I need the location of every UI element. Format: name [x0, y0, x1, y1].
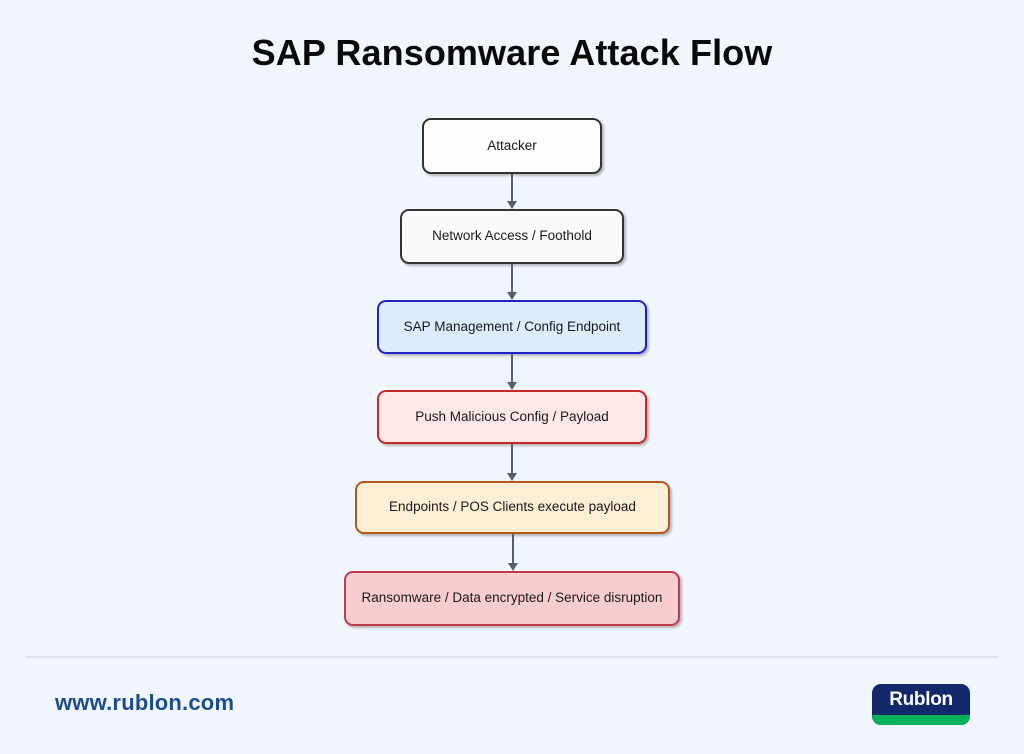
- flow-arrowhead-5: [507, 563, 518, 571]
- flow-connector-4: [511, 444, 513, 474]
- page-title: SAP Ransomware Attack Flow: [251, 32, 773, 73]
- footer-divider: [26, 656, 998, 658]
- flow-arrowhead-2: [507, 292, 517, 300]
- rublon-logo[interactable]: Rublon: [872, 684, 970, 725]
- flow-connector-1: [511, 174, 513, 202]
- flow-node-endpoints-pos-clients-execute-payload[interactable]: Endpoints / POS Clients execute payload: [355, 481, 670, 534]
- flow-node-label: Attacker: [487, 137, 537, 153]
- footer-website-url[interactable]: www.rublon.com: [55, 690, 235, 715]
- flow-connector-5: [511, 534, 514, 564]
- rublon-logo-text: Rublon: [889, 688, 953, 710]
- rublon-logo-green-bar: [872, 715, 970, 725]
- flow-node-push-malicious-config-payload[interactable]: Push Malicious Config / Payload: [377, 390, 647, 444]
- flow-node-ransomware-data-encrypted-service-disruption[interactable]: Ransomware / Data encrypted / Service di…: [344, 571, 680, 626]
- flow-node-network-access-foothold[interactable]: Network Access / Foothold: [400, 209, 624, 264]
- flow-arrowhead-4: [507, 473, 517, 481]
- flow-connector-3: [511, 354, 513, 383]
- flow-node-label: Endpoints / POS Clients execute payload: [389, 499, 636, 515]
- flowchart: Attacker Network Access / Foothold SAP M…: [344, 118, 680, 626]
- flow-node-label: SAP Management / Config Endpoint: [403, 318, 621, 334]
- flow-node-sap-management-config-endpoint[interactable]: SAP Management / Config Endpoint: [377, 300, 647, 354]
- flow-node-attacker[interactable]: Attacker: [422, 118, 602, 174]
- flow-node-label: Push Malicious Config / Payload: [415, 408, 609, 424]
- flow-arrowhead-1: [507, 201, 517, 209]
- flow-node-label: Network Access / Foothold: [432, 228, 592, 244]
- flow-node-label: Ransomware / Data encrypted / Service di…: [361, 590, 663, 606]
- flow-arrowhead-3: [507, 382, 517, 390]
- flow-connector-2: [511, 264, 513, 293]
